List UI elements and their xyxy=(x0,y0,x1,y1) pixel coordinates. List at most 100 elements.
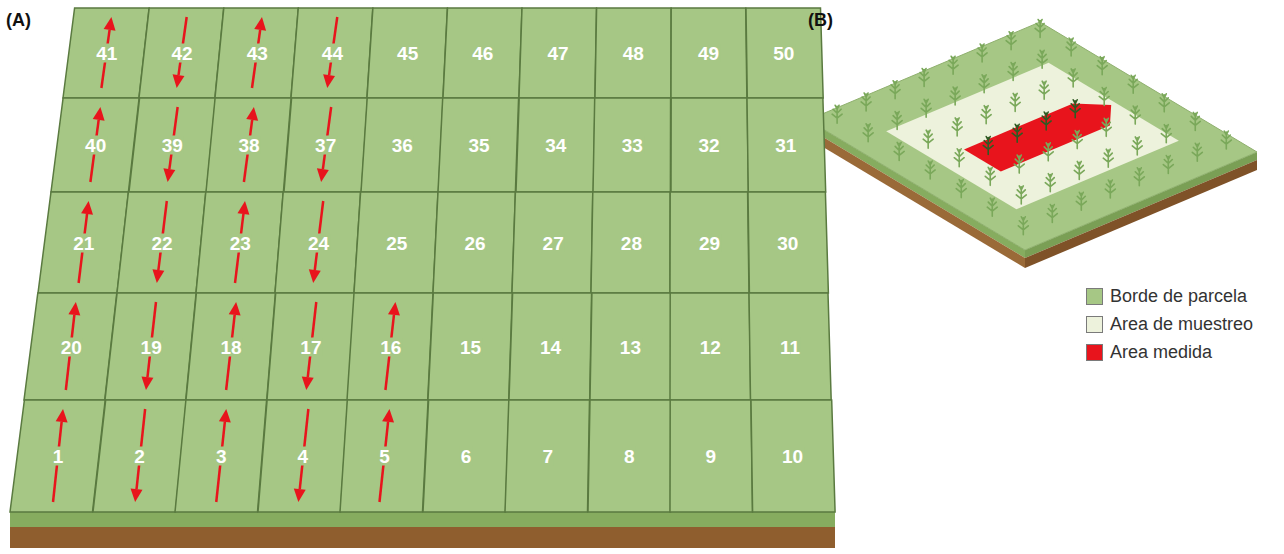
plant xyxy=(890,81,900,99)
plot-number: 2 xyxy=(133,447,146,466)
plot-number: 39 xyxy=(161,136,184,155)
plant xyxy=(987,198,997,216)
field-plot: 29 xyxy=(670,192,749,293)
plot-shape xyxy=(751,400,835,512)
field-plot: 49 xyxy=(671,8,747,98)
plant xyxy=(983,136,993,154)
plot-shape xyxy=(51,98,139,192)
plant xyxy=(1097,57,1107,75)
field-plot: 47 xyxy=(519,8,597,98)
legend-entry: Borde de parcela xyxy=(1086,286,1247,307)
plot-shape xyxy=(38,192,128,293)
field-plot: 20 xyxy=(24,293,117,400)
plot-shape xyxy=(670,293,751,400)
plot-number: 6 xyxy=(460,447,473,466)
plot-shape xyxy=(206,98,291,192)
plant xyxy=(1134,168,1144,186)
plot-shape xyxy=(509,293,592,400)
plant xyxy=(1192,143,1202,161)
panel-label: (A) xyxy=(6,10,31,31)
field-plot: 7 xyxy=(505,400,590,512)
field-plot: 26 xyxy=(433,192,515,293)
plant xyxy=(1099,87,1109,105)
plant xyxy=(919,68,929,86)
plant xyxy=(894,142,904,160)
plant xyxy=(1068,69,1078,87)
plot-shape xyxy=(117,192,206,293)
plot-number: 1 xyxy=(52,447,65,466)
field-plot: 48 xyxy=(595,8,671,98)
plant xyxy=(892,112,902,130)
plot-number: 16 xyxy=(379,337,402,356)
plot-shape xyxy=(340,400,428,512)
plot-number: 9 xyxy=(705,447,718,466)
plot-shape xyxy=(186,293,275,400)
plot-shape xyxy=(443,8,522,98)
field-plot: 46 xyxy=(443,8,522,98)
plant xyxy=(1018,217,1028,235)
plot-shape xyxy=(748,192,828,293)
plant xyxy=(981,106,991,124)
plot-number: 30 xyxy=(776,233,799,252)
field-plot: 16 xyxy=(347,293,433,400)
plot-number: 28 xyxy=(620,233,643,252)
plot-number: 46 xyxy=(471,44,494,63)
plot-shape xyxy=(595,8,671,98)
plant xyxy=(1132,137,1142,155)
plot-number: 25 xyxy=(385,233,408,252)
plant xyxy=(1103,149,1113,167)
field-plot: 9 xyxy=(670,400,753,512)
field-plot: 11 xyxy=(749,293,831,400)
plant xyxy=(1041,112,1051,130)
plot-number: 19 xyxy=(140,337,163,356)
plot-shape xyxy=(291,8,373,98)
plant xyxy=(1163,156,1173,174)
field-plot: 38 xyxy=(206,98,291,192)
plot-shape xyxy=(105,293,196,400)
soil-side xyxy=(10,527,835,548)
plot-shape xyxy=(593,98,671,192)
field-plot: 24 xyxy=(275,192,361,293)
plant xyxy=(1190,112,1200,130)
plot-number: 43 xyxy=(246,44,269,63)
plant xyxy=(1012,124,1022,142)
plot-number: 36 xyxy=(391,136,414,155)
field-plot: 14 xyxy=(509,293,592,400)
plot-number: 27 xyxy=(542,233,565,252)
plant xyxy=(1070,100,1080,118)
plant xyxy=(923,130,933,148)
field-plot: 36 xyxy=(361,98,443,192)
plot-shape xyxy=(670,192,749,293)
plant xyxy=(956,180,966,198)
plot-shape xyxy=(516,98,595,192)
panel-label: (B) xyxy=(808,10,833,31)
plot-number: 4 xyxy=(297,447,310,466)
plant xyxy=(954,149,964,167)
field-plot: 31 xyxy=(747,98,826,192)
plant xyxy=(948,56,958,74)
plant xyxy=(1128,75,1138,93)
field-plot: 15 xyxy=(428,293,512,400)
field-plot: 8 xyxy=(588,400,671,512)
plant xyxy=(1221,131,1231,149)
plot-number: 20 xyxy=(60,337,83,356)
plot-shape xyxy=(258,400,348,512)
legend-text: Area de muestreo xyxy=(1110,314,1253,335)
plot-shape xyxy=(670,400,753,512)
plot-number: 26 xyxy=(463,233,486,252)
plant xyxy=(985,167,995,185)
field-plot: 19 xyxy=(105,293,196,400)
plot-shape xyxy=(438,98,519,192)
plot-number: 23 xyxy=(229,233,252,252)
field-plot: 43 xyxy=(215,8,298,98)
plot-number: 13 xyxy=(619,337,642,356)
field-plot: 22 xyxy=(117,192,206,293)
plot-shape xyxy=(63,8,149,98)
plant xyxy=(1014,155,1024,173)
plot-shape xyxy=(196,192,283,293)
plant xyxy=(1043,143,1053,161)
plot-shape xyxy=(747,98,826,192)
plant xyxy=(1016,186,1026,204)
plot-shape xyxy=(284,98,368,192)
